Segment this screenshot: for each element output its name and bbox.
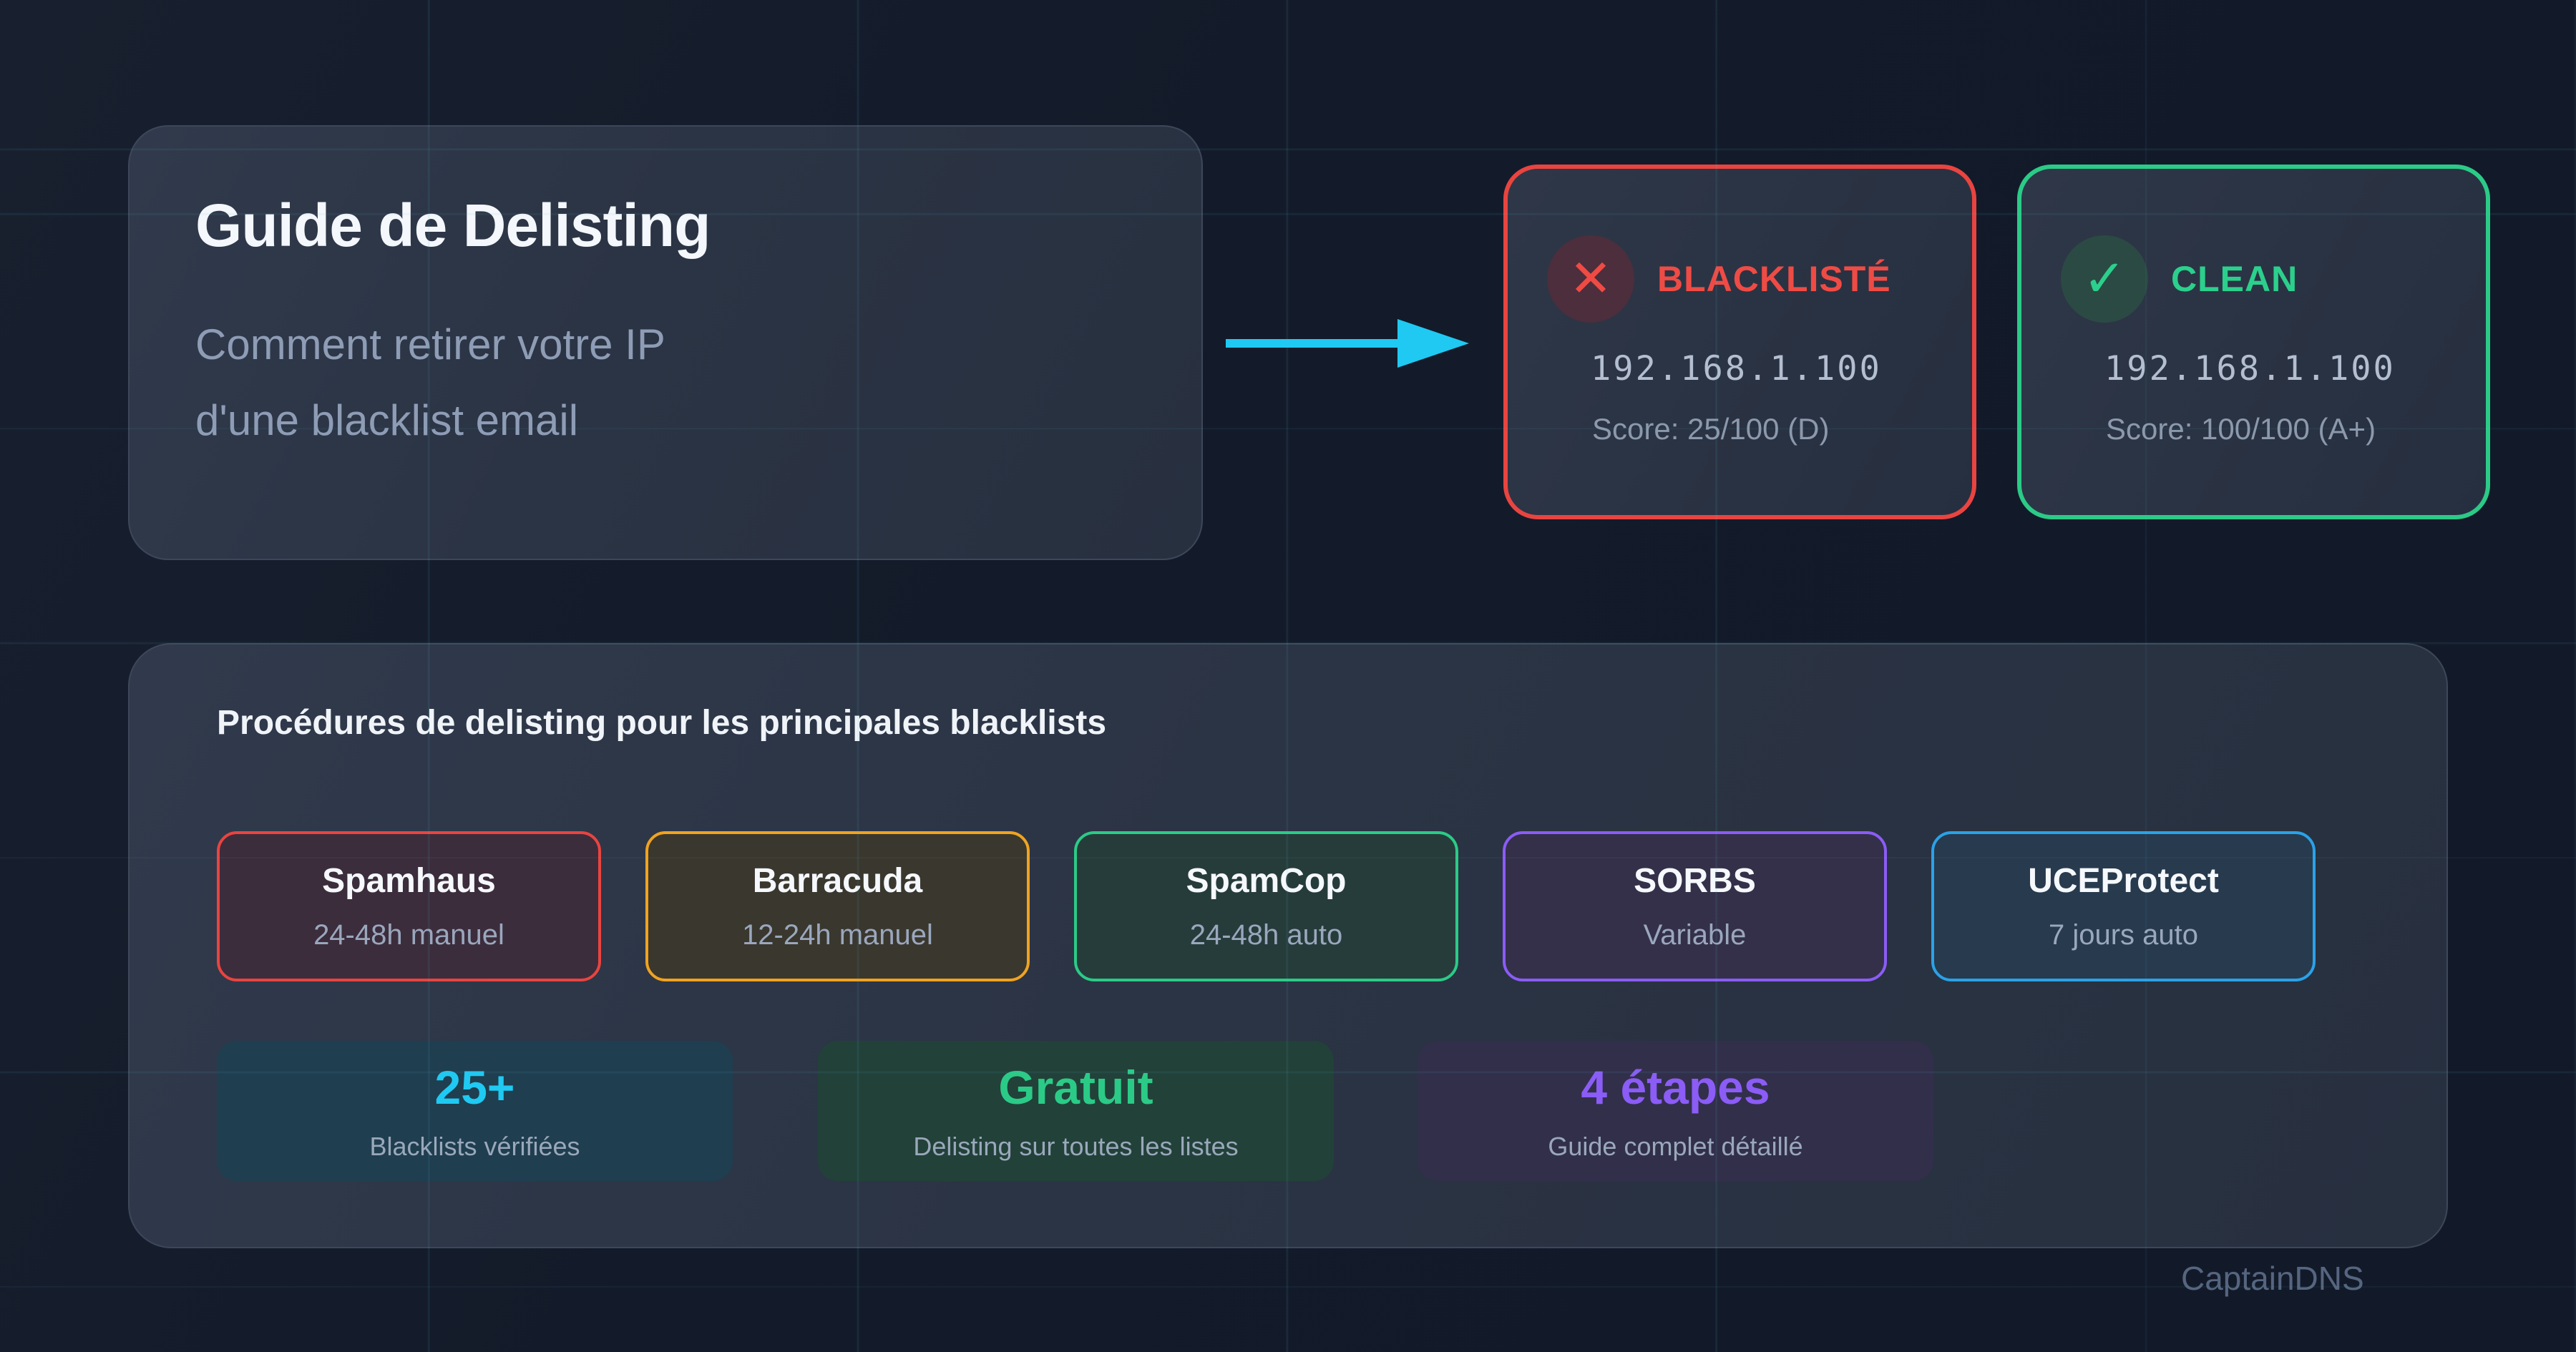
blacklist-card-barracuda: Barracuda 12-24h manuel bbox=[645, 831, 1030, 981]
blacklist-name: UCEProtect bbox=[2028, 862, 2219, 900]
status-label-clean: CLEAN bbox=[2171, 259, 2298, 299]
blacklist-name: SORBS bbox=[1634, 862, 1756, 900]
stat-value: Gratuit bbox=[998, 1061, 1153, 1114]
score-text: Score: 25/100 (D) bbox=[1592, 412, 1830, 446]
stat-label: Blacklists vérifiées bbox=[369, 1132, 580, 1161]
stat-box-free: Gratuit Delisting sur toutes les listes bbox=[818, 1041, 1334, 1181]
stat-box-blacklists-count: 25+ Blacklists vérifiées bbox=[217, 1041, 733, 1181]
score-text: Score: 100/100 (A+) bbox=[2106, 412, 2376, 446]
blacklist-name: Barracuda bbox=[752, 862, 923, 900]
blacklist-delay: 7 jours auto bbox=[2048, 919, 2199, 951]
hero-card: Guide de Delisting Comment retirer votre… bbox=[128, 125, 1203, 560]
blacklist-delay: Variable bbox=[1643, 919, 1747, 951]
ip-address: 192.168.1.100 bbox=[2104, 349, 2396, 388]
blacklist-delay: 24-48h manuel bbox=[313, 919, 504, 951]
brand-watermark: CaptainDNS bbox=[2181, 1260, 2364, 1297]
status-row: ✕ BLACKLISTÉ bbox=[1547, 235, 1891, 323]
stat-value: 25+ bbox=[434, 1061, 515, 1114]
status-label-blacklisted: BLACKLISTÉ bbox=[1657, 259, 1891, 299]
status-card-clean: ✓ CLEAN 192.168.1.100 Score: 100/100 (A+… bbox=[2017, 165, 2490, 519]
page-subtitle-line1: Comment retirer votre IP bbox=[195, 320, 665, 368]
status-card-blacklisted: ✕ BLACKLISTÉ 192.168.1.100 Score: 25/100… bbox=[1503, 165, 1976, 519]
stat-label: Delisting sur toutes les listes bbox=[913, 1132, 1239, 1161]
blacklist-card-spamcop: SpamCop 24-48h auto bbox=[1074, 831, 1458, 981]
check-icon: ✓ bbox=[2061, 235, 2148, 323]
blacklist-delay: 24-48h auto bbox=[1189, 919, 1343, 951]
section-heading: Procédures de delisting pour les princip… bbox=[217, 704, 1107, 742]
status-row: ✓ CLEAN bbox=[2061, 235, 2298, 323]
blacklist-delay: 12-24h manuel bbox=[742, 919, 933, 951]
stat-value: 4 étapes bbox=[1581, 1061, 1770, 1114]
stat-label: Guide complet détaillé bbox=[1548, 1132, 1803, 1161]
x-icon: ✕ bbox=[1547, 235, 1634, 323]
ip-address: 192.168.1.100 bbox=[1591, 349, 1882, 388]
stat-box-steps: 4 étapes Guide complet détaillé bbox=[1418, 1041, 1933, 1181]
page-title: Guide de Delisting bbox=[195, 192, 711, 259]
blacklist-card-spamhaus: Spamhaus 24-48h manuel bbox=[217, 831, 601, 981]
arrow-shaft bbox=[1226, 339, 1403, 348]
blacklist-name: SpamCop bbox=[1186, 862, 1347, 900]
procedures-panel: Procédures de delisting pour les princip… bbox=[128, 643, 2448, 1248]
blacklist-name: Spamhaus bbox=[322, 862, 496, 900]
blacklist-card-sorbs: SORBS Variable bbox=[1503, 831, 1887, 981]
arrow-head bbox=[1397, 319, 1469, 368]
arrow-right-icon bbox=[1226, 319, 1469, 368]
page-subtitle-line2: d'une blacklist email bbox=[195, 396, 579, 444]
page-subtitle: Comment retirer votre IP d'une blacklist… bbox=[195, 307, 665, 459]
blacklist-card-uceprotect: UCEProtect 7 jours auto bbox=[1931, 831, 2316, 981]
